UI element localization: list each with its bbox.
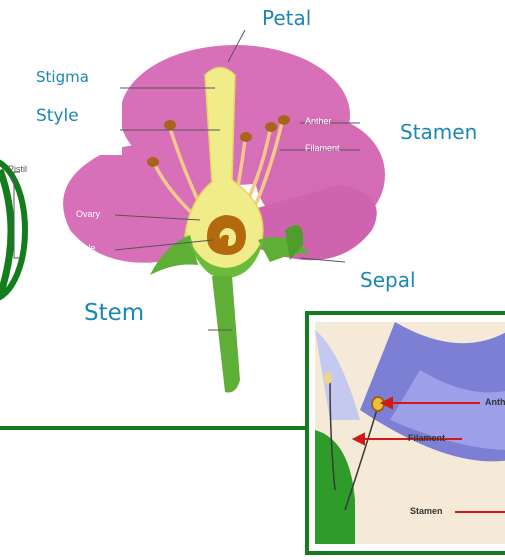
inset-stamen-label: Stamen [410, 506, 443, 516]
filament-label: Filament [305, 143, 340, 153]
stamen-label: Stamen [400, 120, 477, 144]
anther-label: Anther [305, 116, 332, 126]
style-label: Style [36, 106, 79, 126]
inset-filament-label: Filament [408, 433, 445, 443]
inset-anther-2 [324, 372, 332, 384]
green-arc [0, 170, 11, 295]
inset-anther-label: Anth [485, 397, 505, 407]
stem-shape [212, 276, 240, 393]
ovule-label: Ovule [72, 243, 96, 253]
ovary-label: Ovary [76, 209, 100, 219]
stem-label: Stem [84, 300, 144, 326]
petal-label: Petal [262, 6, 311, 30]
ovary-shape [207, 215, 246, 255]
stigma-label: Stigma [36, 68, 89, 86]
pistil-label: Pistil [8, 164, 27, 174]
sepal-label: Sepal [360, 268, 416, 292]
